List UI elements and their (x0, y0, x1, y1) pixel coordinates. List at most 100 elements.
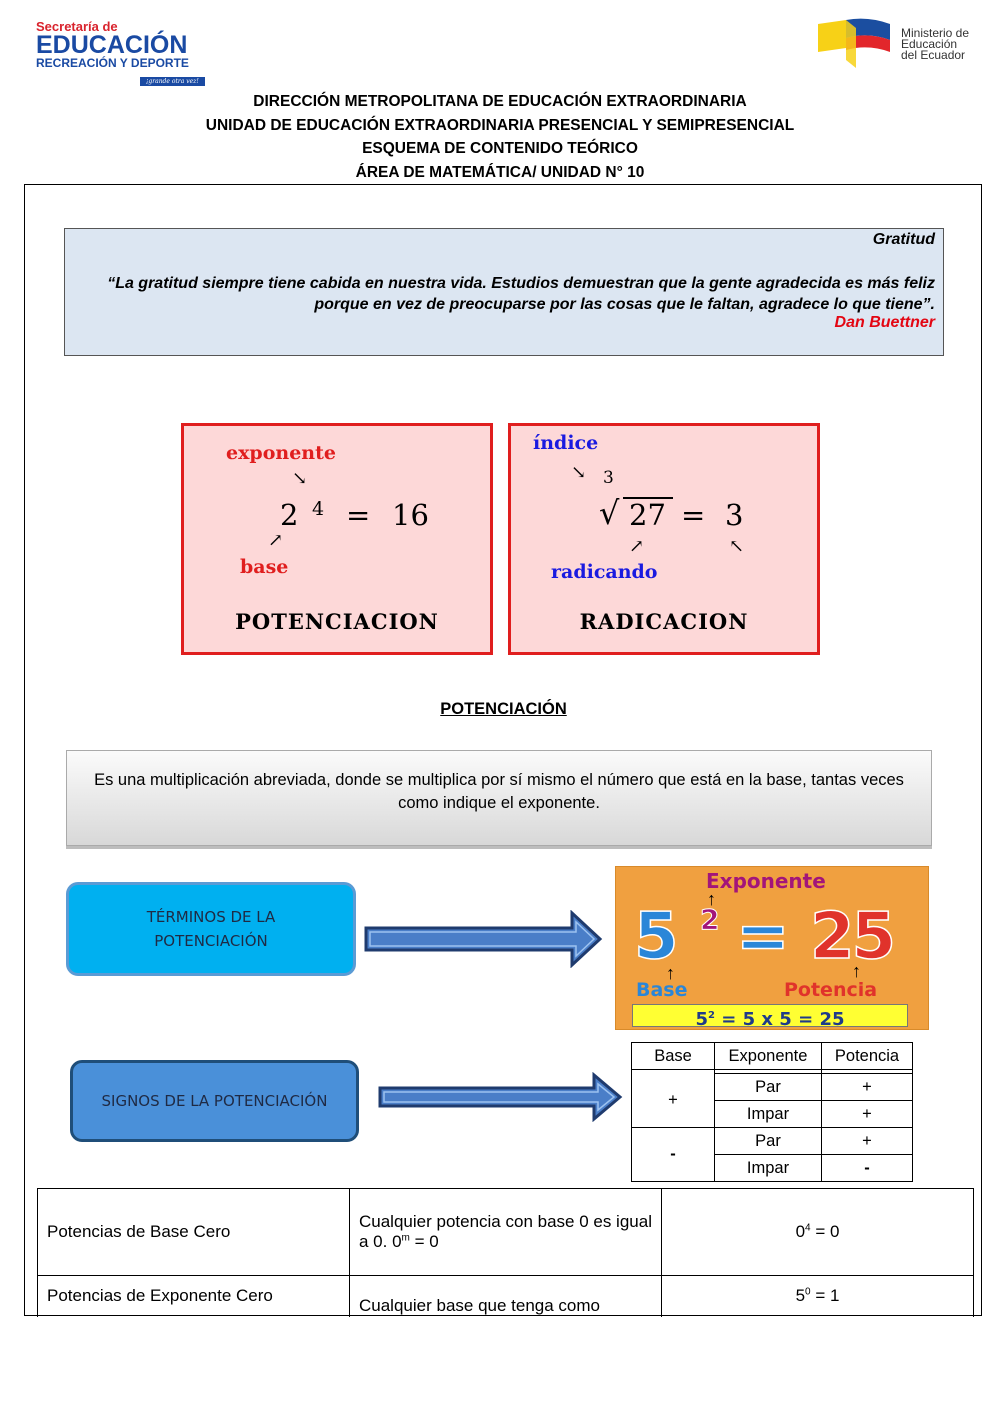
property-name: Potencias de Exponente Cero (37, 1275, 350, 1320)
signs-header-row: Base Exponente Potencia (631, 1042, 913, 1070)
big-equals: = (735, 900, 790, 974)
arrow-down-right-icon: ↘ (571, 462, 587, 483)
example-sup: 0 (805, 1286, 811, 1298)
result-cell: + (821, 1073, 913, 1101)
terms-button: TÉRMINOS DE LA POTENCIACIÓN (66, 882, 356, 976)
arrow-down-right-icon: ↘ (292, 468, 308, 489)
header-base: Base (631, 1042, 715, 1070)
ministerio-educacion-logo: Ministerio de Educación del Ecuador (816, 18, 986, 74)
logo-line-2: EDUCACIÓN (36, 31, 188, 59)
header-line-4: ÁREA DE MATEMÁTICA/ UNIDAD N° 10 (355, 164, 645, 181)
base-positive: + (631, 1073, 715, 1128)
indice-label: índice (533, 432, 599, 454)
table-row: Potencias de Exponente Cero Cualquier ba… (37, 1275, 974, 1320)
root-result: 3 (725, 498, 744, 532)
section-title: POTENCIACIÓN (440, 700, 567, 718)
terms-line-2: POTENCIACIÓN (154, 932, 268, 950)
definition-box: Es una multiplicación abreviada, donde s… (66, 750, 932, 846)
quote-author: Dan Buettner (834, 314, 935, 331)
table-row: Impar - (632, 1154, 913, 1182)
radicacion-diagram: índice ↘ 3 √ 27 = 3 ↗ ↖ radicando RADICA… (508, 423, 820, 655)
description-rest: = 0 (409, 1232, 439, 1251)
example-sup: 4 (805, 1222, 811, 1234)
index-number: 3 (603, 468, 614, 488)
exponente-label: exponente (226, 442, 336, 464)
equals-sign: = (681, 498, 706, 532)
property-description: Cualquier potencia con base 0 es igual a… (349, 1188, 662, 1276)
quote-text: “La gratitud siempre tiene cabida en nue… (107, 275, 935, 313)
result-cell: + (821, 1100, 913, 1128)
base-label: base (240, 556, 289, 578)
properties-table: Potencias de Base Cero Cualquier potenci… (37, 1188, 974, 1320)
header-exponente: Exponente (714, 1042, 822, 1070)
exponent-number: 4 (312, 498, 325, 520)
right-arrow-icon (378, 1072, 623, 1122)
radical-vinculum (623, 497, 673, 499)
power-example-image: Exponente ↑ 5 2 = 25 ↑ ↑ Base Potencia 5… (615, 866, 929, 1030)
example-rest: = 1 (810, 1286, 840, 1305)
exponent-cell: Impar (714, 1154, 822, 1182)
base-text: Base (636, 979, 688, 1001)
result-cell: - (821, 1154, 913, 1182)
potenciacion-title: POTENCIACION (235, 609, 439, 634)
description-sup: m (401, 1232, 410, 1244)
big-base: 5 (633, 900, 679, 974)
property-description: Cualquier base que tenga como (349, 1275, 662, 1320)
ministerio-text: Ministerio de Educación del Ecuador (901, 26, 970, 61)
result-cell: + (821, 1127, 913, 1155)
potenciacion-diagram: exponente ↘ 2 4 = 16 ↗ base POTENCIACION (181, 423, 493, 655)
ministerio-line-2: Educación (901, 37, 958, 51)
radicand-number: 27 (629, 498, 666, 532)
arrow-up-right-icon: ↗ (268, 530, 284, 551)
description-text: Cualquier potencia con base 0 es igual a… (359, 1212, 652, 1251)
table-row: + Par + (631, 1073, 913, 1128)
potencia-text: Potencia (784, 979, 878, 1001)
big-result: 25 (809, 900, 897, 974)
property-example: 50 = 1 (661, 1275, 974, 1320)
table-row: Impar + (632, 1100, 913, 1128)
table-row: - Par + (631, 1127, 913, 1182)
big-exponent: 2 (699, 903, 720, 937)
base-number: 2 (280, 498, 299, 532)
example-base: 5 (795, 1286, 806, 1305)
expansion-base: 5 (695, 1009, 709, 1030)
signs-table: Base Exponente Potencia + Par + Impar + … (631, 1042, 913, 1182)
expansion-strip: 52 = 5 x 5 = 25 (632, 1004, 908, 1030)
table-row: Potencias de Base Cero Cualquier potenci… (37, 1188, 974, 1276)
property-name: Potencias de Base Cero (37, 1188, 350, 1276)
expansion-rest: = 5 x 5 = 25 (721, 1009, 845, 1030)
property-example: 04 = 0 (661, 1188, 974, 1276)
logo-tagline: ¡grande otra vez! (140, 77, 205, 86)
result-number: 16 (392, 498, 429, 532)
header-line-2: UNIDAD DE EDUCACIÓN EXTRAORDINARIA PRESE… (205, 117, 795, 134)
exponente-text: Exponente (706, 869, 826, 893)
example-base: 0 (795, 1222, 806, 1241)
expansion-exponent: 2 (708, 1010, 715, 1021)
logo-line-1: Secretaría de (36, 19, 118, 34)
ministerio-line-1: Ministerio de (901, 26, 970, 40)
arrow-up-icon: ↑ (707, 889, 716, 909)
right-arrow-icon (364, 910, 603, 968)
secretaria-educacion-logo: Secretaría de EDUCACIÓN RECREACIÓN Y DEP… (36, 19, 221, 86)
header-line-1: DIRECCIÓN METROPOLITANA DE EDUCACIÓN EXT… (253, 93, 747, 110)
arrow-up-left-icon: ↖ (729, 536, 745, 557)
base-negative: - (631, 1127, 715, 1182)
radicando-label: radicando (551, 561, 658, 583)
exponent-cell: Par (714, 1073, 822, 1101)
header-line-3: ESQUEMA DE CONTENIDO TEÓRICO (362, 140, 638, 157)
ecuador-flag-icon (818, 18, 890, 68)
arrow-up-icon: ↑ (852, 961, 861, 981)
arrow-up-icon: ↑ (666, 963, 675, 983)
arrow-up-right-icon: ↗ (629, 536, 645, 557)
page-bottom-margin (0, 1317, 1000, 1413)
header-potencia: Potencia (821, 1042, 913, 1070)
terms-line-1: TÉRMINOS DE LA (146, 908, 276, 926)
definition-text: Es una multiplicación abreviada, donde s… (94, 771, 904, 812)
signs-button: SIGNOS DE LA POTENCIACIÓN (70, 1060, 359, 1142)
exponent-cell: Par (714, 1127, 822, 1155)
exponent-cell: Impar (714, 1100, 822, 1128)
example-rest: = 0 (810, 1222, 840, 1241)
radical-sign: √ (599, 494, 620, 532)
signs-label: SIGNOS DE LA POTENCIACIÓN (101, 1092, 328, 1110)
equals-sign: = (346, 498, 371, 532)
